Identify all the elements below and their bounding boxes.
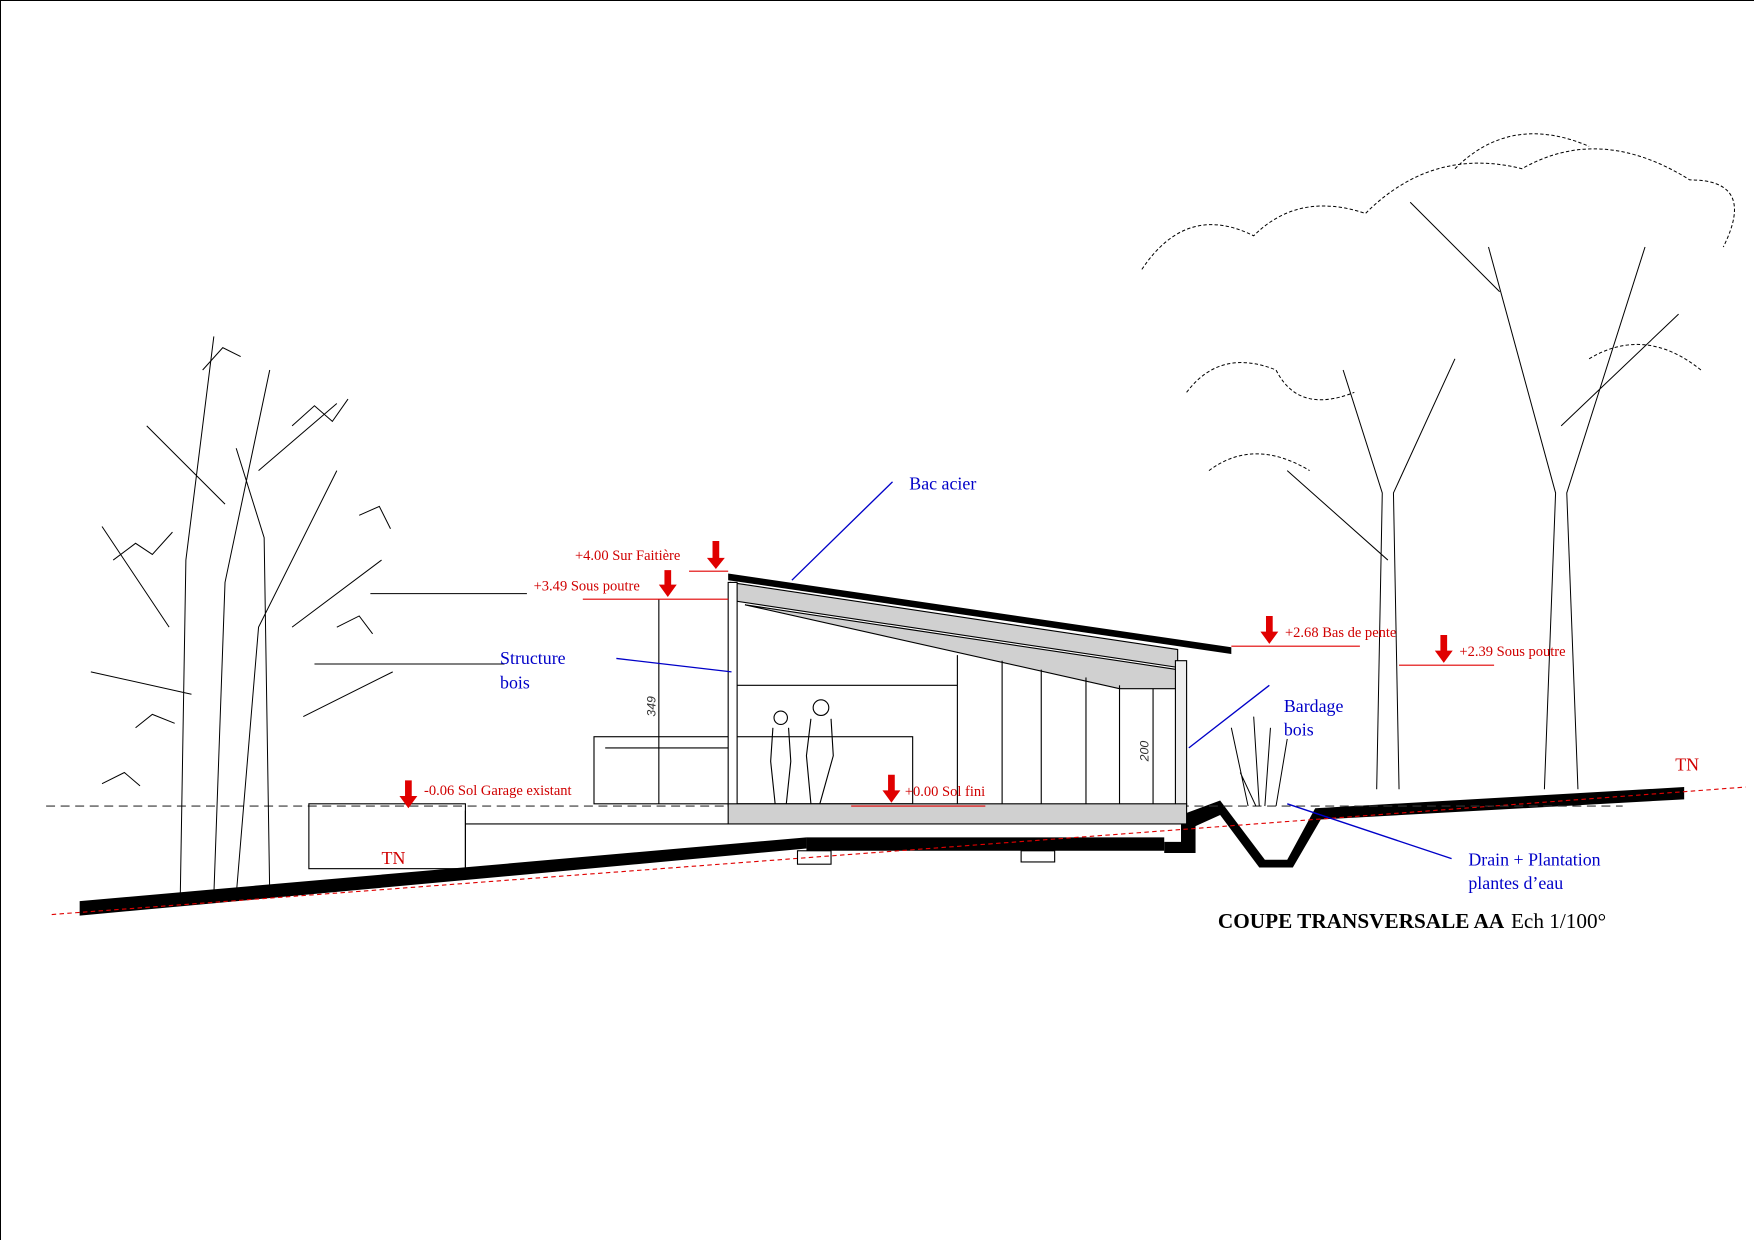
people-figures: [770, 699, 834, 804]
level-sol-fini: +0.00 Sol fini: [905, 784, 985, 800]
existing-garage: [308, 599, 914, 870]
annotation-drain-line1: Drain + Plantation: [1468, 849, 1600, 869]
tn-right-label: TN: [1675, 754, 1699, 774]
annotation-bardage-line1: Bardage: [1284, 696, 1344, 716]
building-section: [727, 573, 1232, 865]
left-tree-drawing: [90, 336, 527, 896]
dimension-349: 349: [644, 696, 658, 717]
title-bold: COUPE TRANSVERSALE AA: [1218, 909, 1505, 933]
annotation-structure-line2: bois: [500, 673, 530, 693]
level-sol-garage: -0.06 Sol Garage existant: [424, 783, 572, 799]
right-trees-drawing: [1141, 133, 1735, 807]
level-markers: +4.00 Sur Faitière +3.49 Sous poutre +2.…: [382, 541, 1699, 868]
level-sous-poutre-bas: +2.39 Sous poutre: [1459, 644, 1565, 660]
annotation-drain-line2: plantes d’eau: [1468, 873, 1563, 893]
annotation-structure-line1: Structure: [500, 648, 566, 668]
dimension-200: 200: [1138, 741, 1152, 763]
level-sous-poutre-haut: +3.49 Sous poutre: [534, 578, 640, 594]
annotations: Bac acier Structure bois Bardage bois Dr…: [500, 474, 1601, 893]
terrain: [46, 786, 1746, 916]
annotation-bac-acier: Bac acier: [909, 474, 976, 494]
tn-left-label: TN: [382, 848, 406, 868]
level-bas-de-pente: +2.68 Bas de pente: [1285, 625, 1396, 641]
annotation-bardage-line2: bois: [1284, 720, 1314, 740]
title-scale: Ech 1/100°: [1511, 909, 1606, 933]
level-faitiere: +4.00 Sur Faitière: [575, 548, 680, 564]
